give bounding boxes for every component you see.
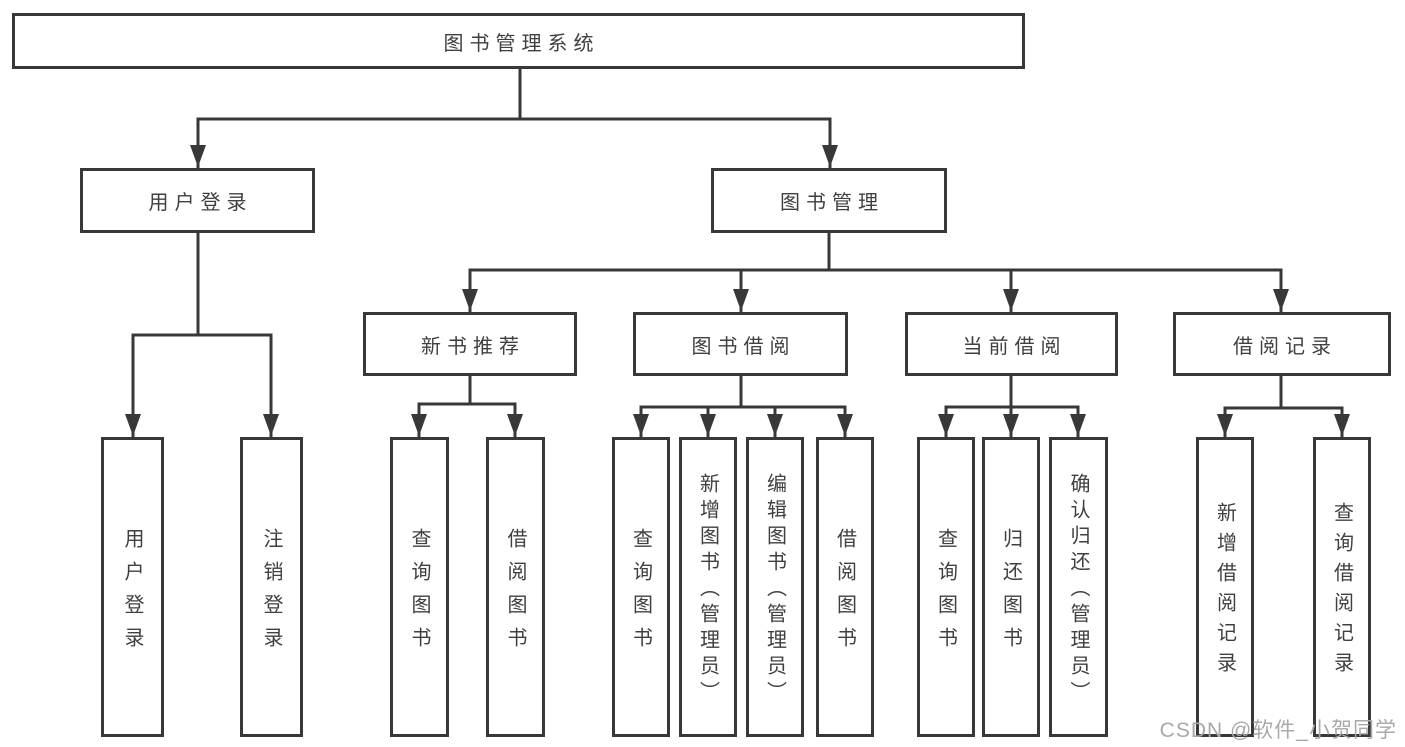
node-user-login: 用户登录 [80, 168, 315, 233]
leaf-add-borrow-record-label: 新增借阅记录 [1213, 502, 1236, 682]
leaf-add-borrow-record: 新增借阅记录 [1196, 437, 1254, 737]
leaf-recommend-query-books: 查询图书 [390, 437, 449, 737]
node-new-book-recommend-label: 新书推荐 [421, 335, 525, 358]
leaf-user-login: 用户登录 [101, 437, 164, 737]
leaf-borrow-query-books-label: 查询图书 [629, 527, 652, 660]
node-book-management: 图书管理 [711, 168, 947, 233]
leaf-borrow-books: 借阅图书 [816, 437, 874, 737]
leaf-return-books: 归还图书 [982, 437, 1040, 737]
leaf-query-borrow-record: 查询借阅记录 [1313, 437, 1371, 737]
leaf-return-books-label: 归还图书 [999, 527, 1022, 660]
leaf-recommend-borrow-books-label: 借阅图书 [504, 527, 526, 660]
node-root-label: 图书管理系统 [443, 32, 600, 55]
node-book-borrow-label: 图书借阅 [691, 335, 796, 358]
leaf-query-borrow-record-label: 查询借阅记录 [1330, 502, 1353, 682]
leaf-current-query-books: 查询图书 [917, 437, 975, 737]
leaf-recommend-query-books-label: 查询图书 [408, 527, 430, 660]
node-borrow-records: 借阅记录 [1173, 312, 1391, 376]
leaf-edit-book-admin-label: 编辑图书（管理员） [763, 473, 786, 707]
node-borrow-records-label: 借阅记录 [1233, 335, 1337, 358]
leaf-recommend-borrow-books: 借阅图书 [486, 437, 545, 737]
leaf-add-book-admin: 新增图书（管理员） [679, 437, 737, 737]
node-book-borrow: 图书借阅 [633, 312, 848, 376]
node-new-book-recommend: 新书推荐 [363, 312, 577, 376]
leaf-borrow-books-label: 借阅图书 [833, 527, 856, 660]
leaf-logout-label: 注销登录 [260, 527, 282, 660]
node-current-borrow-label: 当前借阅 [962, 335, 1067, 358]
csdn-watermark: CSDN @软件_小贺同学 [1159, 719, 1397, 742]
node-current-borrow: 当前借阅 [905, 312, 1118, 376]
leaf-current-query-books-label: 查询图书 [934, 527, 957, 660]
leaf-logout: 注销登录 [240, 437, 303, 737]
leaf-confirm-return-admin: 确认归还（管理员） [1049, 437, 1108, 737]
leaf-borrow-query-books: 查询图书 [612, 437, 670, 737]
node-root: 图书管理系统 [12, 13, 1025, 69]
leaf-confirm-return-admin-label: 确认归还（管理员） [1067, 473, 1089, 707]
node-book-management-label: 图书管理 [780, 192, 884, 214]
node-user-login-label: 用户登录 [148, 192, 253, 214]
leaf-user-login-label: 用户登录 [121, 527, 143, 660]
leaf-edit-book-admin: 编辑图书（管理员） [746, 437, 804, 737]
leaf-add-book-admin-label: 新增图书（管理员） [696, 473, 719, 707]
tree-edges [125, 67, 1350, 438]
